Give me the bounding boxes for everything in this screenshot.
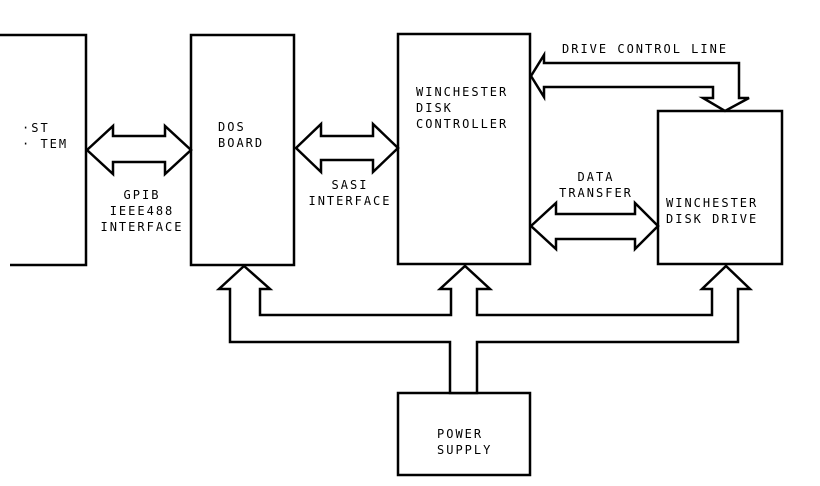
drive-control-arrow xyxy=(529,50,750,113)
host-system-line-1: ·ST xyxy=(22,121,50,135)
disk-drive-block xyxy=(656,109,784,266)
host-system-line-2: · TEM xyxy=(22,137,69,151)
gpib-line-1: GPIB xyxy=(123,188,161,202)
disk-drive-label: WINCHESTER DISK DRIVE xyxy=(666,195,758,227)
drive-control-label: DRIVE CONTROL LINE xyxy=(562,42,729,56)
disk-controller-label: WINCHESTER DISK CONTROLLER xyxy=(416,84,508,132)
controller-line-2: DISK xyxy=(416,101,453,115)
power-supply-line-1: POWER xyxy=(437,427,484,441)
sasi-arrow xyxy=(294,121,400,175)
gpib-label: GPIB IEEE488 INTERFACE xyxy=(94,187,190,235)
disk-drive-line-2: DISK DRIVE xyxy=(666,212,759,226)
power-bus-arrow xyxy=(215,264,754,395)
power-supply-line-2: SUPPLY xyxy=(437,443,493,457)
data-transfer-label: DATA TRANSFER xyxy=(550,169,642,201)
controller-line-1: WINCHESTER xyxy=(416,85,509,99)
disk-drive-line-1: WINCHESTER xyxy=(666,196,759,210)
dos-board-block xyxy=(189,33,296,267)
sasi-label: SASI INTERFACE xyxy=(304,177,396,209)
data-transfer-line-2: TRANSFER xyxy=(559,186,633,200)
host-system-label: ·ST · TEM xyxy=(22,120,68,152)
dos-board-line-1: DOS xyxy=(218,120,246,134)
dos-board-line-2: BOARD xyxy=(218,136,265,150)
dos-board-label: DOS BOARD xyxy=(218,119,264,151)
power-supply-label: POWER SUPPLY xyxy=(437,426,492,458)
data-transfer-line-1: DATA xyxy=(577,170,615,184)
sasi-line-2: INTERFACE xyxy=(308,194,392,208)
power-supply-block xyxy=(396,391,532,477)
data-transfer-arrow xyxy=(529,199,660,253)
gpib-line-2: IEEE488 xyxy=(109,204,175,218)
sasi-line-1: SASI xyxy=(331,178,369,192)
gpib-line-3: INTERFACE xyxy=(100,220,184,234)
disk-controller-block xyxy=(396,32,532,266)
controller-line-3: CONTROLLER xyxy=(416,117,509,131)
gpib-arrow xyxy=(85,123,193,177)
